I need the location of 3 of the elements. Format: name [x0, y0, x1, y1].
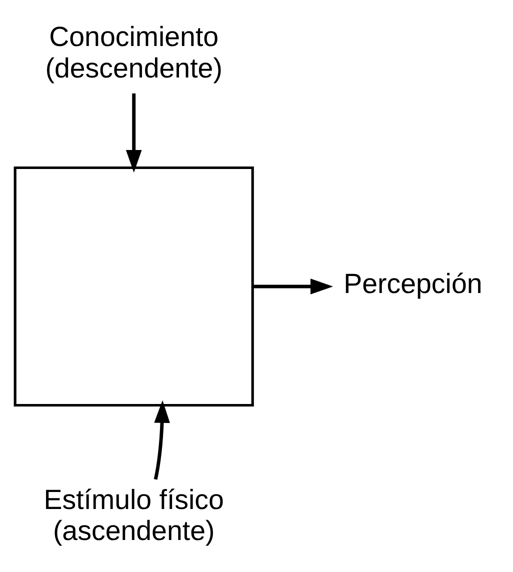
- node-text: Estímulo físico (ascendente): [44, 483, 224, 546]
- node-text: Conocimiento (descendente): [45, 20, 222, 83]
- node-text: Percepción: [344, 268, 482, 299]
